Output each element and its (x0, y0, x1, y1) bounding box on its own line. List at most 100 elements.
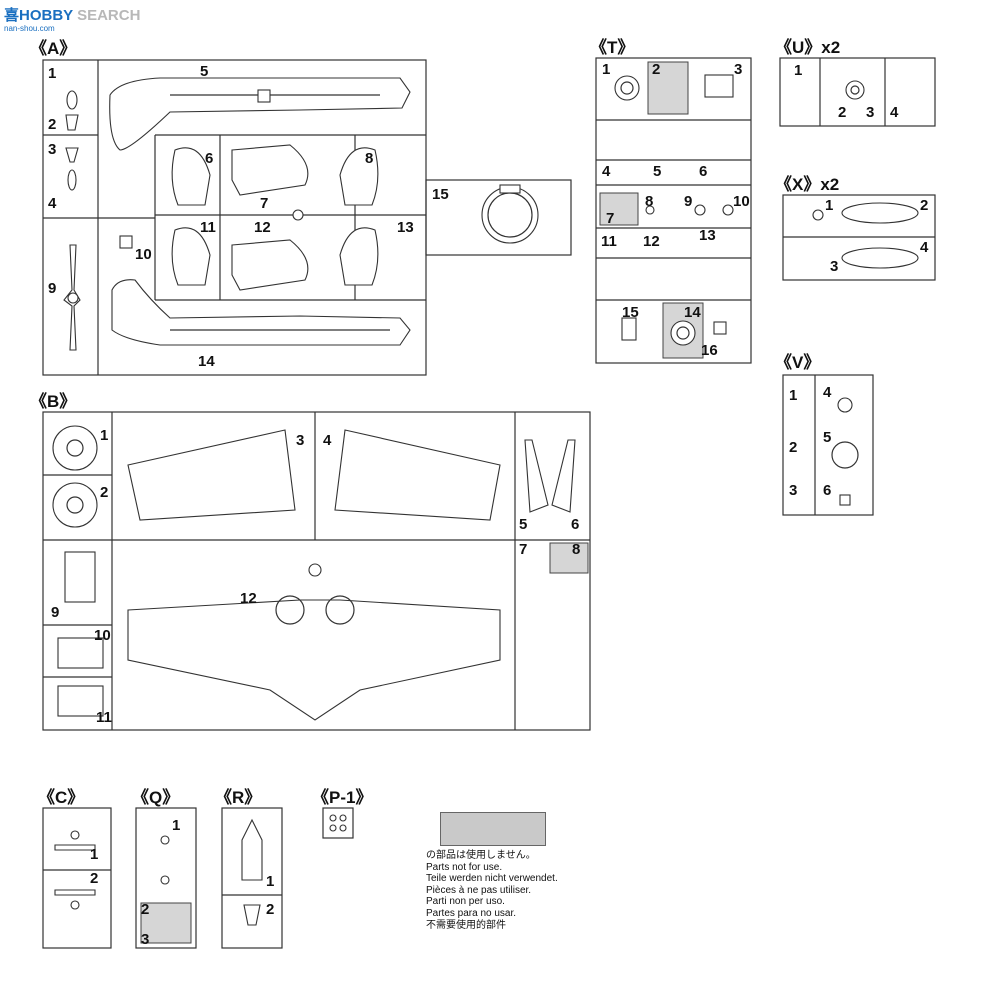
gear-covers (171, 147, 379, 286)
sprue-q-frame (135, 807, 197, 949)
unused-parts-swatch (440, 812, 546, 846)
part-t-10: 10 (733, 193, 750, 210)
part-a-11: 11 (200, 219, 216, 236)
part-b-11: 11 (96, 709, 112, 726)
sprue-c-frame (42, 807, 112, 949)
part-x-2: 2 (920, 197, 929, 214)
fuselage-half-bottom (111, 279, 411, 346)
part-b-6: 6 (571, 516, 580, 533)
part-t-9: 9 (684, 193, 693, 210)
sprue-x-frame (782, 194, 936, 281)
part-a-10: 10 (135, 246, 152, 263)
sprue-v-label: 《V》 (775, 353, 821, 372)
part-a-9: 9 (48, 280, 57, 297)
part-v-2: 2 (789, 439, 798, 456)
part-c-1: 1 (90, 846, 99, 863)
part-a-6: 6 (205, 150, 214, 167)
part-a-15: 15 (432, 186, 449, 203)
part-t-14: 14 (684, 304, 701, 321)
sprue-b-frame (42, 411, 591, 731)
sprue-a-small-parts (65, 90, 133, 249)
sprue-b-label: 《B》 (30, 392, 77, 411)
legend-line-en: Parts not for use. (426, 861, 503, 873)
propeller (63, 244, 81, 351)
part-a-12: 12 (254, 219, 271, 236)
legend-line-de: Teile werden nicht verwendet. (426, 873, 558, 885)
part-r-2: 2 (266, 901, 275, 918)
part-t-1: 1 (602, 61, 611, 78)
part-a-2: 2 (48, 116, 57, 133)
part-a-14: 14 (198, 353, 215, 370)
lower-wing (127, 595, 501, 721)
sprue-t-label: 《T》 (590, 38, 635, 57)
part-t-8: 8 (645, 193, 654, 210)
part-x-3: 3 (830, 258, 839, 275)
part-b-8: 8 (572, 541, 581, 558)
sprue-q-label: 《Q》 (132, 788, 180, 807)
sprue-p1-frame (322, 807, 354, 839)
sprue-t-frame (595, 57, 752, 364)
part-b-9: 9 (51, 604, 60, 621)
legend-line-zh: 不需要使用的部件 (426, 919, 506, 931)
part-a-7: 7 (260, 195, 269, 212)
part-q-2: 2 (141, 901, 150, 918)
legend-line-it: Parti non per uso. (426, 896, 505, 908)
part-a-8: 8 (365, 150, 374, 167)
part-b-12: 12 (240, 590, 257, 607)
part-v-5: 5 (823, 429, 832, 446)
watermark: 喜HOBBY SEARCH (4, 4, 140, 25)
part-t-13: 13 (699, 227, 716, 244)
part-b-2: 2 (100, 484, 109, 501)
sprue-u-label: 《U》x2 (775, 38, 841, 57)
part-u-3: 3 (866, 104, 875, 121)
part-u-1: 1 (794, 62, 803, 79)
part-v-6: 6 (823, 482, 832, 499)
part-a-4: 4 (48, 195, 57, 212)
part-t-7: 7 (606, 210, 615, 227)
part-t-12: 12 (643, 233, 660, 250)
watermark-url: nan-shou.com (4, 24, 55, 33)
cowling-ring (481, 184, 539, 244)
part-a-13: 13 (397, 219, 414, 236)
part-b-1: 1 (100, 427, 109, 444)
part-b-3: 3 (296, 432, 305, 449)
part-t-5: 5 (653, 163, 662, 180)
part-u-4: 4 (890, 104, 899, 121)
part-t-11: 11 (601, 233, 617, 250)
part-t-4: 4 (602, 163, 611, 180)
sprue-r-frame (221, 807, 283, 949)
fuselage-half-top (109, 77, 411, 151)
part-b-5: 5 (519, 516, 528, 533)
engines (52, 425, 98, 528)
part-x-4: 4 (920, 239, 929, 256)
legend-line-es: Partes para no usar. (426, 907, 517, 919)
part-c-2: 2 (90, 870, 99, 887)
part-t-15: 15 (622, 304, 639, 321)
part-v-1: 1 (789, 387, 798, 404)
part-t-16: 16 (701, 342, 718, 359)
sprue-c-label: 《C》 (38, 788, 85, 807)
gear-struts (524, 439, 576, 513)
upper-wings (127, 429, 501, 521)
legend-line-fr: Pièces à ne pas utiliser. (426, 884, 532, 896)
part-u-2: 2 (838, 104, 847, 121)
unused-parts-legend: の部品は使用しません。 Parts not for use. Teile wer… (426, 850, 558, 931)
part-a-1: 1 (48, 65, 57, 82)
sprue-r-label: 《R》 (215, 788, 262, 807)
watermark-text: SEARCH (77, 7, 141, 24)
part-v-3: 3 (789, 482, 798, 499)
part-q-1: 1 (172, 817, 181, 834)
part-r-1: 1 (266, 873, 275, 890)
part-b-7: 7 (519, 541, 528, 558)
sprue-x-label: 《X》x2 (775, 175, 840, 194)
tailplanes (231, 144, 309, 291)
part-x-1: 1 (825, 197, 834, 214)
part-a-5: 5 (200, 63, 209, 80)
sprue-p1-label: 《P-1》 (312, 788, 373, 807)
legend-line-ja: の部品は使用しません。 (426, 850, 536, 861)
part-v-4: 4 (823, 384, 832, 401)
part-t-2: 2 (652, 61, 661, 78)
part-q-3: 3 (141, 931, 150, 948)
part-a-3: 3 (48, 141, 57, 158)
